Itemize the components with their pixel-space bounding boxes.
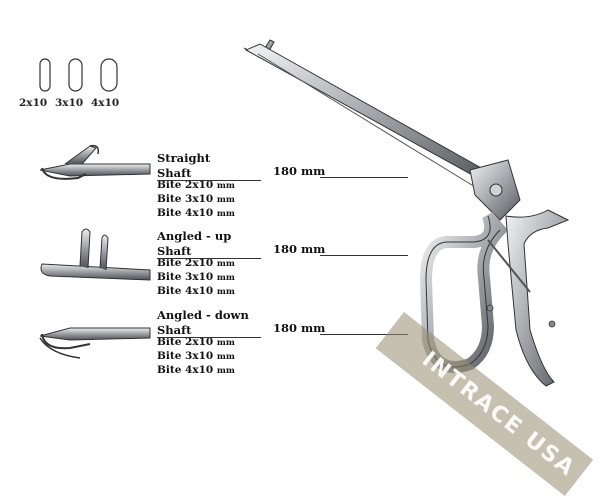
order-line bbox=[320, 177, 408, 178]
shaft-row: Shaft 180 mm bbox=[157, 242, 417, 259]
bite-row: Bite 2x10 mm bbox=[157, 257, 417, 271]
variant-title: Angled - up bbox=[157, 229, 232, 243]
variant-angled-down: Angled - down Shaft 180 mm Bite 2x10 mm … bbox=[157, 309, 417, 378]
size-label-3x10: 3x10 bbox=[55, 97, 84, 109]
bite-unit: mm bbox=[216, 352, 235, 362]
variant-angled-up: Angled - up Shaft 180 mm Bite 2x10 mm Bi… bbox=[157, 230, 417, 299]
bite-text: Bite 2x10 bbox=[157, 336, 214, 348]
variant-title: Angled - down bbox=[157, 308, 249, 322]
bite-unit: mm bbox=[216, 195, 235, 205]
bite-unit: mm bbox=[216, 338, 235, 348]
bite-row: Bite 4x10 mm bbox=[157, 207, 417, 221]
bite-unit: mm bbox=[216, 366, 235, 376]
bite-unit: mm bbox=[216, 287, 235, 297]
bite-row: Bite 2x10 mm bbox=[157, 179, 417, 193]
bite-row: Bite 4x10 mm bbox=[157, 364, 417, 378]
bite-3x10-icon bbox=[68, 58, 83, 92]
shaft-label: Shaft bbox=[157, 324, 261, 338]
bite-row: Bite 3x10 mm bbox=[157, 271, 417, 285]
bite-text: Bite 4x10 bbox=[157, 364, 214, 376]
bite-text: Bite 4x10 bbox=[157, 285, 214, 297]
bite-2x10-icon bbox=[39, 58, 51, 92]
bite-text: Bite 3x10 bbox=[157, 350, 214, 362]
bite-text: Bite 2x10 bbox=[157, 179, 214, 191]
size-label-2x10: 2x10 bbox=[19, 97, 48, 109]
size-label-4x10: 4x10 bbox=[91, 97, 120, 109]
bite-unit: mm bbox=[216, 181, 235, 191]
bite-text: Bite 3x10 bbox=[157, 193, 214, 205]
bite-row: Bite 3x10 mm bbox=[157, 193, 417, 207]
bite-unit: mm bbox=[216, 273, 235, 283]
rongeur-instrument-icon bbox=[243, 39, 570, 387]
length-value: 180 mm bbox=[273, 321, 326, 335]
shaft-row: Shaft 180 mm bbox=[157, 321, 417, 338]
bite-row: Bite 2x10 mm bbox=[157, 336, 417, 350]
tip-straight-icon bbox=[39, 144, 151, 180]
bite-text: Bite 4x10 bbox=[157, 207, 214, 219]
shaft-row: Shaft 180 mm bbox=[157, 164, 417, 181]
bite-text: Bite 3x10 bbox=[157, 271, 214, 283]
bite-unit: mm bbox=[216, 209, 235, 219]
bite-row: Bite 4x10 mm bbox=[157, 285, 417, 299]
shaft-label: Shaft bbox=[157, 167, 261, 181]
tip-angled-up-icon bbox=[40, 228, 151, 281]
bite-row: Bite 3x10 mm bbox=[157, 350, 417, 364]
bite-size-icons bbox=[39, 58, 118, 92]
order-line bbox=[320, 334, 408, 335]
length-value: 180 mm bbox=[273, 164, 326, 178]
variant-straight: Straight Shaft 180 mm Bite 2x10 mm Bite … bbox=[157, 152, 417, 221]
shaft-label: Shaft bbox=[157, 245, 261, 259]
tip-angled-down-icon bbox=[39, 327, 151, 359]
bite-text: Bite 2x10 bbox=[157, 257, 214, 269]
order-line bbox=[320, 255, 408, 256]
variant-title: Straight bbox=[157, 151, 211, 165]
bite-4x10-icon bbox=[100, 58, 118, 92]
bite-unit: mm bbox=[216, 259, 235, 269]
length-value: 180 mm bbox=[273, 242, 326, 256]
